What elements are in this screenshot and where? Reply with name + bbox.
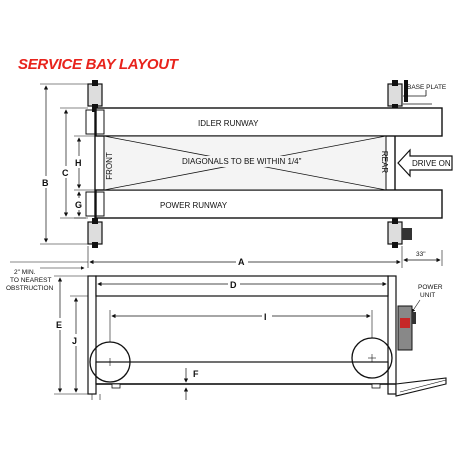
rear-label: REAR	[380, 151, 389, 173]
svg-text:TO NEAREST: TO NEAREST	[10, 277, 51, 284]
svg-text:B: B	[42, 178, 49, 188]
side-post-left	[87, 275, 97, 395]
svg-text:G: G	[75, 200, 82, 210]
svg-text:OBSTRUCTION: OBSTRUCTION	[6, 285, 54, 292]
svg-text:UNIT: UNIT	[420, 292, 435, 299]
idler-runway-label: IDLER RUNWAY	[198, 119, 259, 128]
idler-runway	[95, 107, 443, 137]
front-label: FRONT	[105, 152, 114, 180]
side-runway	[95, 361, 389, 385]
svg-text:H: H	[75, 158, 82, 168]
svg-text:POWER: POWER	[418, 284, 443, 291]
dimension-a: A	[10, 246, 403, 268]
dimension-d: D	[97, 278, 387, 290]
power-runway	[95, 189, 443, 219]
diagram-title: SERVICE BAY LAYOUT	[18, 56, 178, 73]
approach-ramp	[395, 377, 447, 397]
svg-text:E: E	[56, 320, 62, 330]
power-unit: POWER UNIT	[397, 284, 443, 351]
dimension-i: I	[109, 310, 373, 342]
svg-text:2" MIN.: 2" MIN.	[14, 269, 36, 276]
dimension-c: C	[60, 107, 88, 219]
svg-text:33": 33"	[416, 251, 426, 258]
dimension-f: F	[180, 368, 200, 400]
side-post-right	[387, 275, 397, 395]
svg-text:A: A	[238, 257, 245, 267]
svg-text:DRIVE ON: DRIVE ON	[412, 159, 451, 168]
drive-on-arrow: DRIVE ON	[397, 148, 453, 178]
post-rear-left	[87, 218, 103, 248]
side-top-beam	[95, 275, 389, 297]
svg-text:J: J	[72, 336, 77, 346]
dimension-j: J	[70, 295, 88, 393]
diagonals-note: DIAGONALS TO BE WITHIN 1/4"	[182, 157, 302, 166]
dimension-33: 33"	[403, 250, 443, 266]
power-runway-label: POWER RUNWAY	[160, 201, 228, 210]
dimension-h: H	[73, 135, 104, 191]
obstruction-note: 2" MIN. TO NEAREST OBSTRUCTION	[6, 266, 85, 292]
base-plate-callout: BASE PLATE	[403, 80, 447, 105]
svg-text:C: C	[62, 168, 69, 178]
post-rear-right	[387, 218, 412, 248]
svg-text:D: D	[230, 280, 237, 290]
svg-text:F: F	[193, 369, 199, 379]
side-view: POWER UNIT D I	[54, 275, 447, 400]
dimension-b: B	[40, 83, 88, 245]
dimension-e: E	[54, 275, 88, 395]
post-front-left	[87, 80, 103, 112]
svg-text:I: I	[264, 312, 267, 322]
post-front-right	[387, 80, 403, 112]
top-view: IDLER RUNWAY POWER RUNWAY DIAGONALS TO B…	[10, 80, 453, 268]
dimension-g: G	[73, 191, 86, 219]
svg-text:BASE PLATE: BASE PLATE	[407, 84, 447, 91]
